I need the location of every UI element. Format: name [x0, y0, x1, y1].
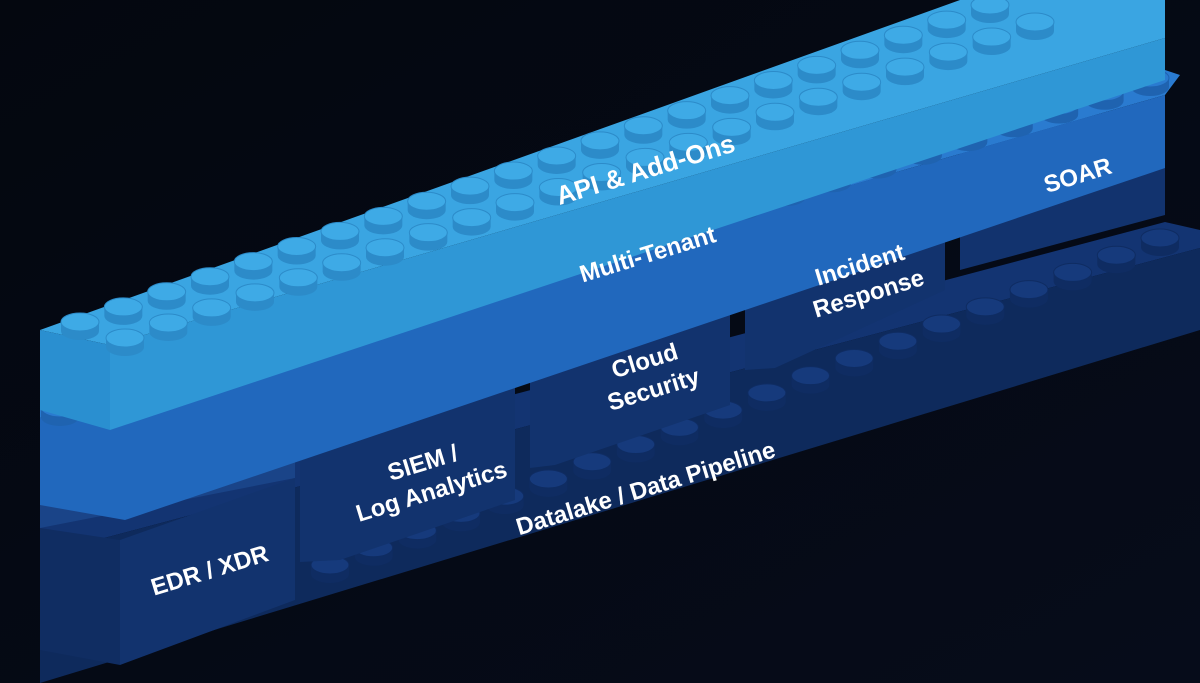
- brick-stud-top: [747, 383, 787, 403]
- brick-stud-top: [537, 146, 577, 166]
- brick-stud-top: [408, 223, 448, 243]
- api-left-face: [40, 330, 110, 430]
- brick-stud-top: [572, 452, 612, 472]
- brick-stud-top: [192, 298, 232, 318]
- brick-stud-top: [278, 268, 318, 288]
- brick-stud-top: [878, 331, 918, 351]
- brick-stud-top: [407, 191, 447, 211]
- brick-stud-top: [1015, 12, 1055, 32]
- brick-stud-top: [233, 252, 273, 272]
- api-front-face: [110, 38, 1165, 430]
- brick-stud-top: [625, 147, 665, 167]
- brick-stud-top: [928, 42, 968, 62]
- edr-side-face: [40, 528, 120, 665]
- brick-stud-top: [528, 469, 568, 489]
- brick-stud-top: [105, 328, 145, 348]
- brick-stud-top: [1140, 228, 1180, 248]
- brick-stud-top: [538, 178, 578, 198]
- datalake-studs: [310, 228, 1180, 583]
- brick-stud-top: [753, 70, 793, 90]
- brick-stud-top: [922, 314, 962, 334]
- brick-stud-top: [885, 57, 925, 77]
- multi-tenant-front-face: [40, 95, 1165, 520]
- brick-stud-top: [450, 176, 490, 196]
- brick-stud-top: [965, 297, 1005, 317]
- brick-stud-top: [147, 282, 187, 302]
- brick-stud-top: [493, 161, 533, 181]
- brick-stud-top: [452, 208, 492, 228]
- brick-stud-top: [148, 313, 188, 333]
- brick-stud-top: [972, 27, 1012, 47]
- brick-stud-top: [103, 297, 143, 317]
- brick-stud-top: [798, 87, 838, 107]
- brick-stud-top: [1053, 262, 1093, 282]
- brick-stud-top: [791, 366, 831, 386]
- api-layer: [40, 0, 1165, 430]
- brick-stud-top: [190, 267, 230, 287]
- brick-stud-top: [927, 10, 967, 30]
- brick-stud-top: [842, 72, 882, 92]
- brick-stud-top: [883, 25, 923, 45]
- brick-stud-top: [834, 348, 874, 368]
- brick-stud-top: [667, 101, 707, 121]
- brick-stud-top: [365, 238, 405, 258]
- brick-stud-top: [1096, 245, 1136, 265]
- brick-stud-top: [712, 117, 752, 137]
- brick-stud-top: [582, 162, 622, 182]
- brick-stud-top: [623, 116, 663, 136]
- brick-stud-top: [235, 283, 275, 303]
- brick-stud-top: [322, 253, 362, 273]
- brick-stud-top: [495, 193, 535, 213]
- brick-stud-top: [580, 131, 620, 151]
- brick-stud-top: [363, 206, 403, 226]
- brick-stud-top: [970, 0, 1010, 15]
- brick-stud-top: [277, 237, 317, 257]
- brick-stud-top: [60, 312, 100, 332]
- api-studs: [60, 0, 1055, 356]
- brick-stud-top: [755, 102, 795, 122]
- brick-stud-top: [840, 40, 880, 60]
- brick-stud-top: [797, 55, 837, 75]
- brick-stud-top: [1009, 280, 1049, 300]
- brick-stud-top: [710, 86, 750, 106]
- brick-stud-top: [668, 132, 708, 152]
- edr-front-face: [120, 478, 295, 665]
- brick-stud-top: [320, 221, 360, 241]
